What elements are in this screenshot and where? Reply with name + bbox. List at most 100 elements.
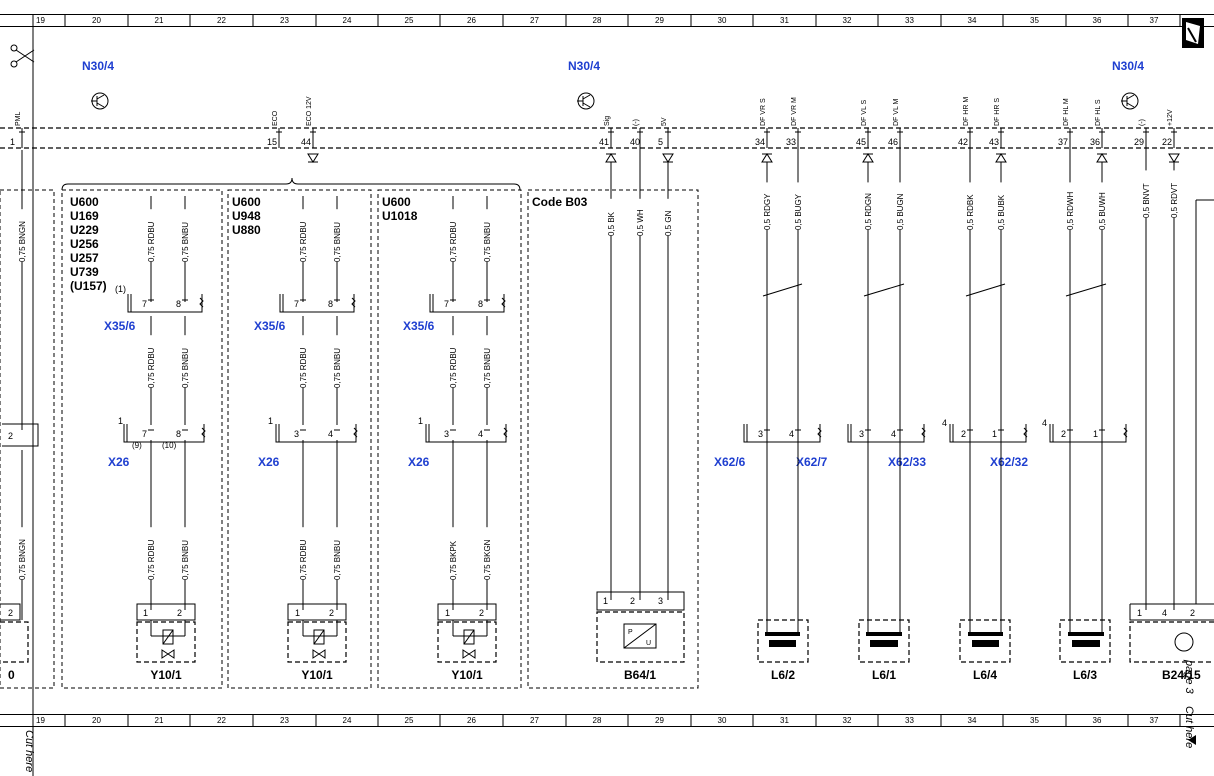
pin-number: 34 xyxy=(755,137,765,147)
variant-group-box xyxy=(227,189,372,689)
variant-code: Code B03 xyxy=(532,195,588,209)
wire-label-bg xyxy=(1140,170,1152,218)
connector-prefix: 1 xyxy=(268,416,273,426)
wire-label: 0,5 BK xyxy=(607,211,616,236)
coil-body xyxy=(757,619,809,663)
signal-label: DF VR M xyxy=(791,97,798,126)
connector-spring xyxy=(201,427,206,438)
pin-number: 45 xyxy=(856,137,866,147)
valve-body xyxy=(136,621,196,663)
grid-column-label: 28 xyxy=(593,16,602,25)
wire-label-bg xyxy=(634,198,646,236)
pin-number: 29 xyxy=(1134,137,1144,147)
coil-plate xyxy=(1068,632,1104,636)
signal-label: (-) xyxy=(1139,119,1146,126)
grid-column-label: 21 xyxy=(155,16,164,25)
wire-label: 0,5 WH xyxy=(636,209,645,236)
valve-pin-number: 1 xyxy=(143,608,148,618)
grid-column-label: 19 xyxy=(36,16,45,25)
grid-column-label: 31 xyxy=(780,16,789,25)
connector-spring xyxy=(817,427,822,438)
wire-label: 0,5 RDVT xyxy=(1170,183,1179,218)
valve-pin-number: 1 xyxy=(295,608,300,618)
signal-label: DF HL S xyxy=(1095,99,1102,126)
wire-label: 0,75 BNBU xyxy=(181,348,190,388)
connector-spring xyxy=(199,297,204,308)
signal-direction-marker xyxy=(862,153,874,163)
signal-direction-marker xyxy=(995,153,1007,163)
connector-label: X26 xyxy=(408,455,430,469)
sensor-pin-number: 1 xyxy=(603,596,608,606)
valve-connector xyxy=(437,603,497,621)
variant-code: U880 xyxy=(232,223,261,237)
connector-pin-number: 2 xyxy=(961,429,966,439)
wire-label-bg xyxy=(792,182,804,230)
grid-column-label: 25 xyxy=(405,16,414,25)
signal-label: +12V xyxy=(1167,109,1174,126)
signal-label: DF HL M xyxy=(1063,98,1070,126)
connector-pin-number: 8 xyxy=(176,299,181,309)
component-label: L6/1 xyxy=(872,668,896,682)
connector-housing xyxy=(425,424,507,443)
grid-column-label: 24 xyxy=(343,16,352,25)
coil-body xyxy=(858,619,910,663)
connector-housing xyxy=(1049,424,1127,443)
pin-number: 33 xyxy=(786,137,796,147)
variant-code: U948 xyxy=(232,209,261,223)
wire-label-bg xyxy=(297,527,309,580)
grid-column-label: 35 xyxy=(1030,716,1039,725)
signal-direction-marker xyxy=(605,153,617,163)
grid-column-label: 33 xyxy=(905,16,914,25)
connector-spring xyxy=(921,427,926,438)
control-unit-label: N30/4 xyxy=(1112,59,1144,73)
grid-column-label: 26 xyxy=(467,716,476,725)
transistor-icon xyxy=(1174,632,1194,652)
signal-label: Sig xyxy=(604,116,611,126)
connector-label: X26 xyxy=(258,455,280,469)
wire-label-bg xyxy=(179,527,191,580)
connector-label: X26 xyxy=(108,455,130,469)
component-label: L6/2 xyxy=(771,668,795,682)
signal-label: ECO 12V xyxy=(306,96,313,126)
wire-label: 0,75 BNBU xyxy=(333,348,342,388)
signal-direction-marker xyxy=(1168,153,1180,163)
variant-code: U1018 xyxy=(382,209,418,223)
arrow-icon xyxy=(1188,735,1196,745)
signal-label: DF VL S xyxy=(861,99,868,126)
connector-note: (10) xyxy=(162,441,177,450)
wire-label-bg xyxy=(862,182,874,230)
wire-label-bg xyxy=(662,198,674,236)
variant-codes: U600U169U229U256U257U739(U157)U600U948U8… xyxy=(70,195,588,293)
wire-label-bg xyxy=(331,335,343,388)
component-label: Y10/1 xyxy=(301,668,333,682)
wire-label-bg xyxy=(481,335,493,388)
pin-number: 44 xyxy=(301,137,311,147)
valve-icon xyxy=(462,649,476,659)
connector-note: (9) xyxy=(132,441,142,450)
pin-number: 15 xyxy=(267,137,277,147)
grid-column-label: 28 xyxy=(593,716,602,725)
connector-label: X62/33 xyxy=(888,455,926,469)
wire-label-bg xyxy=(145,527,157,580)
transistor-icon xyxy=(91,92,109,110)
wire-label: 0,5 RDWH xyxy=(1066,192,1075,230)
left-component-connector xyxy=(0,603,21,621)
sensor-pin-number: 3 xyxy=(658,596,663,606)
valve-body xyxy=(437,621,497,663)
wire-label: 0,5 BUGN xyxy=(896,193,905,230)
solenoid-slash xyxy=(313,629,325,645)
wire-label-bg xyxy=(1168,170,1180,218)
grid-column-label: 32 xyxy=(843,716,852,725)
transistor-icon xyxy=(577,92,595,110)
wire-label-bg xyxy=(179,335,191,388)
wire-label-bg xyxy=(331,527,343,580)
wire-label: 0,75 BNBU xyxy=(333,540,342,580)
coil-body xyxy=(1059,619,1111,663)
wire-label-bg xyxy=(761,182,773,230)
solenoid-slash xyxy=(463,629,475,645)
right-component-body xyxy=(1129,621,1214,663)
pin-number: 46 xyxy=(888,137,898,147)
wire-label: 0,75 BNGN xyxy=(18,221,27,262)
